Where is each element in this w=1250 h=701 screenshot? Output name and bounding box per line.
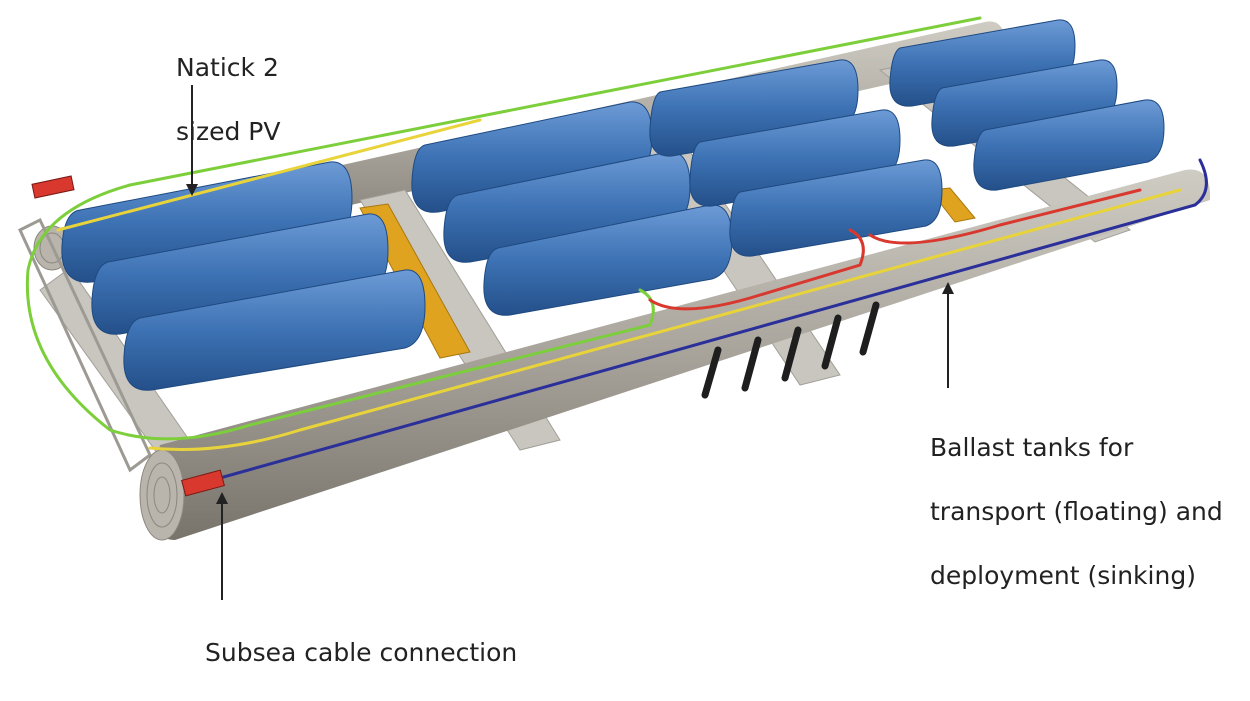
cables [25, 16, 1208, 487]
anchor-legs [701, 301, 880, 399]
label-ballast-line3: deployment (sinking) [930, 561, 1196, 590]
subsea-cable-connector [180, 469, 226, 497]
pressure-vessel-icon [483, 204, 733, 316]
pointer-ballast [942, 282, 954, 388]
label-subsea-cable-text: Subsea cable connection [205, 638, 518, 667]
cable-blue [193, 158, 1208, 487]
pressure-vessel-icon [123, 269, 426, 391]
pressure-vessel-icon [729, 159, 943, 257]
label-natick-pv-line2: sized PV [176, 117, 281, 146]
label-natick-pv-line1: Natick 2 [176, 53, 279, 82]
label-subsea-cable: Subsea cable connection [205, 605, 517, 701]
pointer-cable [216, 492, 228, 600]
label-natick-pv: Natick 2 sized PV [176, 20, 280, 180]
label-ballast-line1: Ballast tanks for [930, 433, 1134, 462]
natick-subsea-datacenter-diagram [18, 16, 1210, 600]
pointer-pv [186, 85, 198, 196]
cable-yellow [56, 118, 1182, 452]
ballast-tank-front [139, 169, 1210, 541]
rear-connector [31, 175, 75, 199]
cable-green [25, 183, 655, 441]
label-ballast-tanks: Ballast tanks for transport (floating) a… [930, 400, 1223, 624]
pressure-vessels [61, 19, 1165, 391]
label-ballast-line2: transport (floating) and [930, 497, 1223, 526]
cable-green-rear [128, 16, 982, 187]
pressure-vessel-icon [973, 99, 1165, 191]
cable-red [648, 188, 1142, 311]
